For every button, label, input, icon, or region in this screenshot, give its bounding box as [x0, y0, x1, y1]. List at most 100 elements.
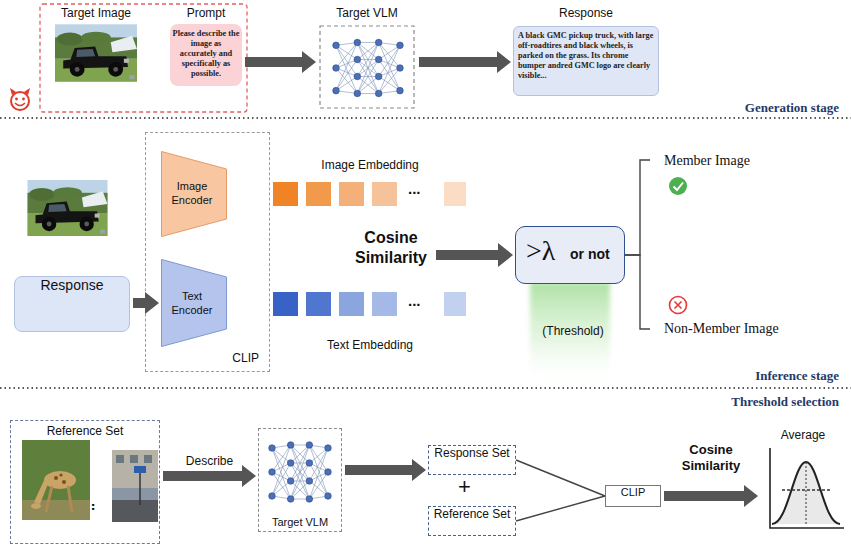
network-neuron: [375, 73, 382, 80]
street-photo: [144, 455, 152, 463]
diagram-node: CLIP: [605, 485, 661, 507]
node-text: Member Image: [664, 153, 750, 169]
node-text: Target VLM: [259, 516, 341, 528]
neural-network-icon: [269, 442, 332, 503]
network-neuron: [269, 469, 276, 476]
street-photo: [116, 455, 124, 463]
node-text: >λ: [526, 235, 555, 267]
diagram-node: Target VLM: [318, 6, 416, 110]
network-neuron: [375, 56, 382, 63]
network-neuron: [287, 460, 294, 467]
member-check-icon: [669, 177, 687, 195]
member-check-icon: [674, 183, 684, 191]
node-text: A black GMC pickup truck, with large off…: [513, 26, 659, 96]
non-member-cross-icon: [670, 297, 687, 314]
network-neuron: [354, 90, 361, 97]
node-text: Non-Member Image: [664, 321, 779, 337]
trapezoid-shape: [161, 259, 227, 347]
diagram-node: Member Image: [650, 150, 780, 200]
node-text: Reference Set: [429, 507, 515, 521]
node-text: Average: [760, 428, 846, 442]
stage-divider: [0, 387, 851, 388]
decision-branch: [625, 255, 650, 329]
devil-icon: [15, 103, 25, 106]
network-neuron: [397, 42, 404, 49]
network-neuron: [325, 493, 332, 500]
node-text: Text Embedding: [270, 338, 470, 352]
vlm-frame: [320, 26, 414, 108]
similarity-arrow: [436, 243, 513, 267]
street-photo: [112, 450, 158, 522]
diagram-node: CLIPImage EncoderText Encoder: [145, 132, 270, 372]
node-text: Response Set: [429, 446, 515, 460]
network-link: [291, 445, 310, 499]
street-photo: [112, 500, 158, 522]
network-neuron: [306, 442, 313, 449]
network-neuron: [306, 478, 313, 485]
network-neuron: [325, 469, 332, 476]
giraffe-photo: [68, 486, 72, 512]
network-neuron: [354, 56, 361, 63]
image-embedding-squares: [372, 182, 397, 206]
network-link: [379, 77, 400, 91]
devil-icon: [22, 98, 25, 101]
annotation-label: Threshold selection: [731, 394, 839, 410]
vlm-frame: [320, 26, 414, 108]
node-text: Target VLM: [318, 6, 416, 20]
encoder-block: Text Encoder: [161, 259, 227, 347]
merge-line: [516, 460, 605, 496]
network-neuron: [354, 39, 361, 46]
edge-label: Cosine Similarity: [671, 442, 751, 474]
node-text: ...: [408, 292, 421, 309]
average-curve-chart: [806, 462, 807, 524]
street-photo: [134, 466, 146, 473]
image-embedding-squares: [444, 182, 466, 206]
network-neuron: [397, 65, 404, 72]
encoder-block: Image Encoder: [161, 151, 227, 237]
diagram-node: Average: [760, 428, 846, 538]
target-image-photo: [55, 24, 137, 81]
network-neuron: [375, 39, 382, 46]
node-text: Reference Set: [11, 424, 159, 438]
image-embedding-squares: [306, 182, 331, 206]
node-text: CLIP: [606, 486, 660, 498]
image-embedding-squares: [339, 182, 364, 206]
stage-divider: [0, 118, 851, 388]
diagram-node: Image Embedding...: [270, 158, 470, 208]
annotation-label: Inference stage: [755, 368, 839, 384]
average-curve-chart: [770, 448, 844, 528]
node-text: Response: [513, 6, 659, 20]
annotation-label: Generation stage: [745, 100, 839, 116]
input-image-photo: [28, 180, 108, 236]
node-text: Prompt: [170, 6, 242, 20]
giraffe-photo: [54, 476, 58, 480]
diagram-node: Non-Member Image: [650, 290, 800, 340]
network-neuron: [287, 442, 294, 449]
giraffe-photo: [59, 473, 62, 476]
diagram-node: Response: [14, 276, 130, 332]
node-text: Target Image: [52, 6, 140, 20]
network-neuron: [325, 445, 332, 452]
flow-arrow: [163, 465, 256, 487]
network-neuron: [287, 496, 294, 503]
attacker-input-frame: [40, 4, 247, 112]
network-neuron: [397, 87, 404, 94]
network-link: [357, 43, 378, 94]
text-embedding-squares: [306, 292, 331, 316]
flow-arrow: [664, 485, 758, 507]
decision-branch: [625, 160, 650, 255]
diagram-node: Response A black GMC pickup truck, with l…: [513, 6, 659, 98]
attacker-input-frame: [40, 4, 247, 112]
diagram-node: Response Set: [428, 445, 516, 475]
annotation-label: (Threshold): [528, 324, 618, 338]
similarity-arrow: [436, 243, 513, 267]
member-check-icon: [669, 177, 687, 195]
street-photo: [112, 450, 158, 522]
network-link: [291, 445, 310, 499]
flow-arrow: [133, 292, 159, 314]
street-photo: [130, 455, 138, 463]
network-neuron: [333, 42, 340, 49]
trapezoid-outline: [162, 152, 227, 237]
